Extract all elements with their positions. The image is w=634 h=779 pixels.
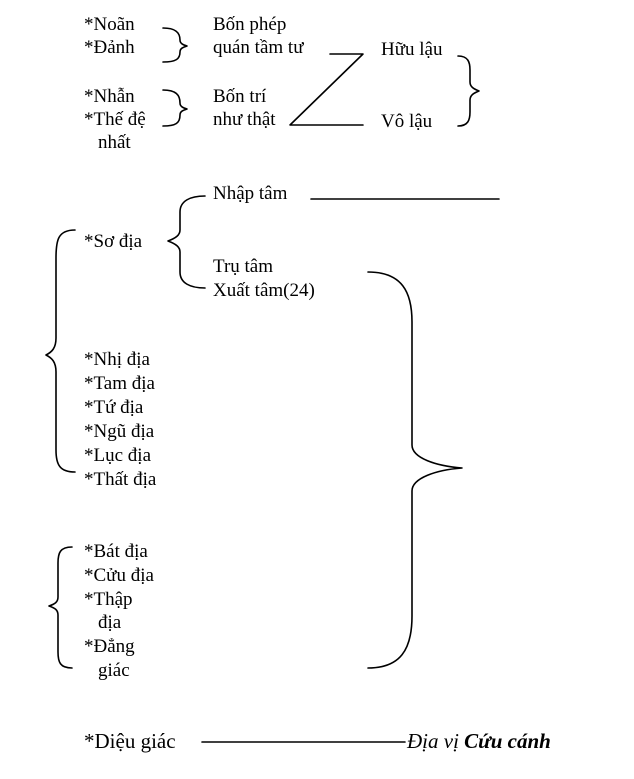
label-xuat-tam: Xuất tâm(24): [213, 280, 315, 301]
label-so-dia: *Sơ địa: [84, 231, 143, 252]
label-bat-dia: *Bát địa: [84, 541, 148, 562]
label-luc-dia: *Lục địa: [84, 445, 152, 466]
label-cuu-canh: Cứu cánh: [464, 729, 551, 753]
label-quan-tam-tu: quán tầm tư: [213, 37, 304, 58]
label-bon-tri: Bốn trí: [213, 86, 267, 107]
brace-huu-vo-lau: [457, 55, 480, 127]
label-dia-vi: Địa vị: [407, 729, 459, 753]
label-dieu-giac: *Diệu giác: [84, 729, 176, 753]
label-thap: *Thập: [84, 589, 133, 610]
brace-big-right: [367, 271, 463, 669]
label-nhap-tam: Nhập tâm: [213, 183, 288, 204]
label-that-dia: *Thất địa: [84, 469, 157, 490]
z-connector: [289, 53, 364, 126]
label-danh: *Đảnh: [84, 37, 135, 58]
label-the-de: *Thế đệ: [84, 109, 146, 130]
brace-lower-left: [48, 546, 73, 669]
label-giac: giác: [98, 660, 130, 681]
label-cuu-dia: *Cửu địa: [84, 565, 154, 586]
label-tam-dia: *Tam địa: [84, 373, 155, 394]
label-vo-lau: Vô lậu: [381, 111, 433, 132]
label-huu-lau: Hữu lậu: [381, 39, 443, 60]
label-dia-vi-cuu-canh: Địa vị Cứu cánh: [407, 729, 551, 753]
label-dia: địa: [98, 612, 122, 633]
brace-nhan-the-de: [162, 89, 188, 127]
label-bon-phep: Bốn phép: [213, 14, 287, 35]
label-nhu-that: như thật: [213, 109, 276, 130]
brace-big-left: [45, 229, 76, 473]
brace-noan-danh: [162, 27, 188, 63]
label-tu-dia: *Tứ địa: [84, 397, 144, 418]
label-ngu-dia: *Ngũ địa: [84, 421, 155, 442]
label-dang: *Đẳng: [84, 636, 135, 657]
label-nhan: *Nhẫn: [84, 86, 135, 107]
label-noan: *Noãn: [84, 14, 135, 35]
label-nhi-dia: *Nhị địa: [84, 349, 150, 370]
brace-so-dia: [167, 195, 206, 289]
label-tru-tam: Trụ tâm: [213, 256, 274, 277]
label-nhat: nhất: [98, 132, 131, 153]
